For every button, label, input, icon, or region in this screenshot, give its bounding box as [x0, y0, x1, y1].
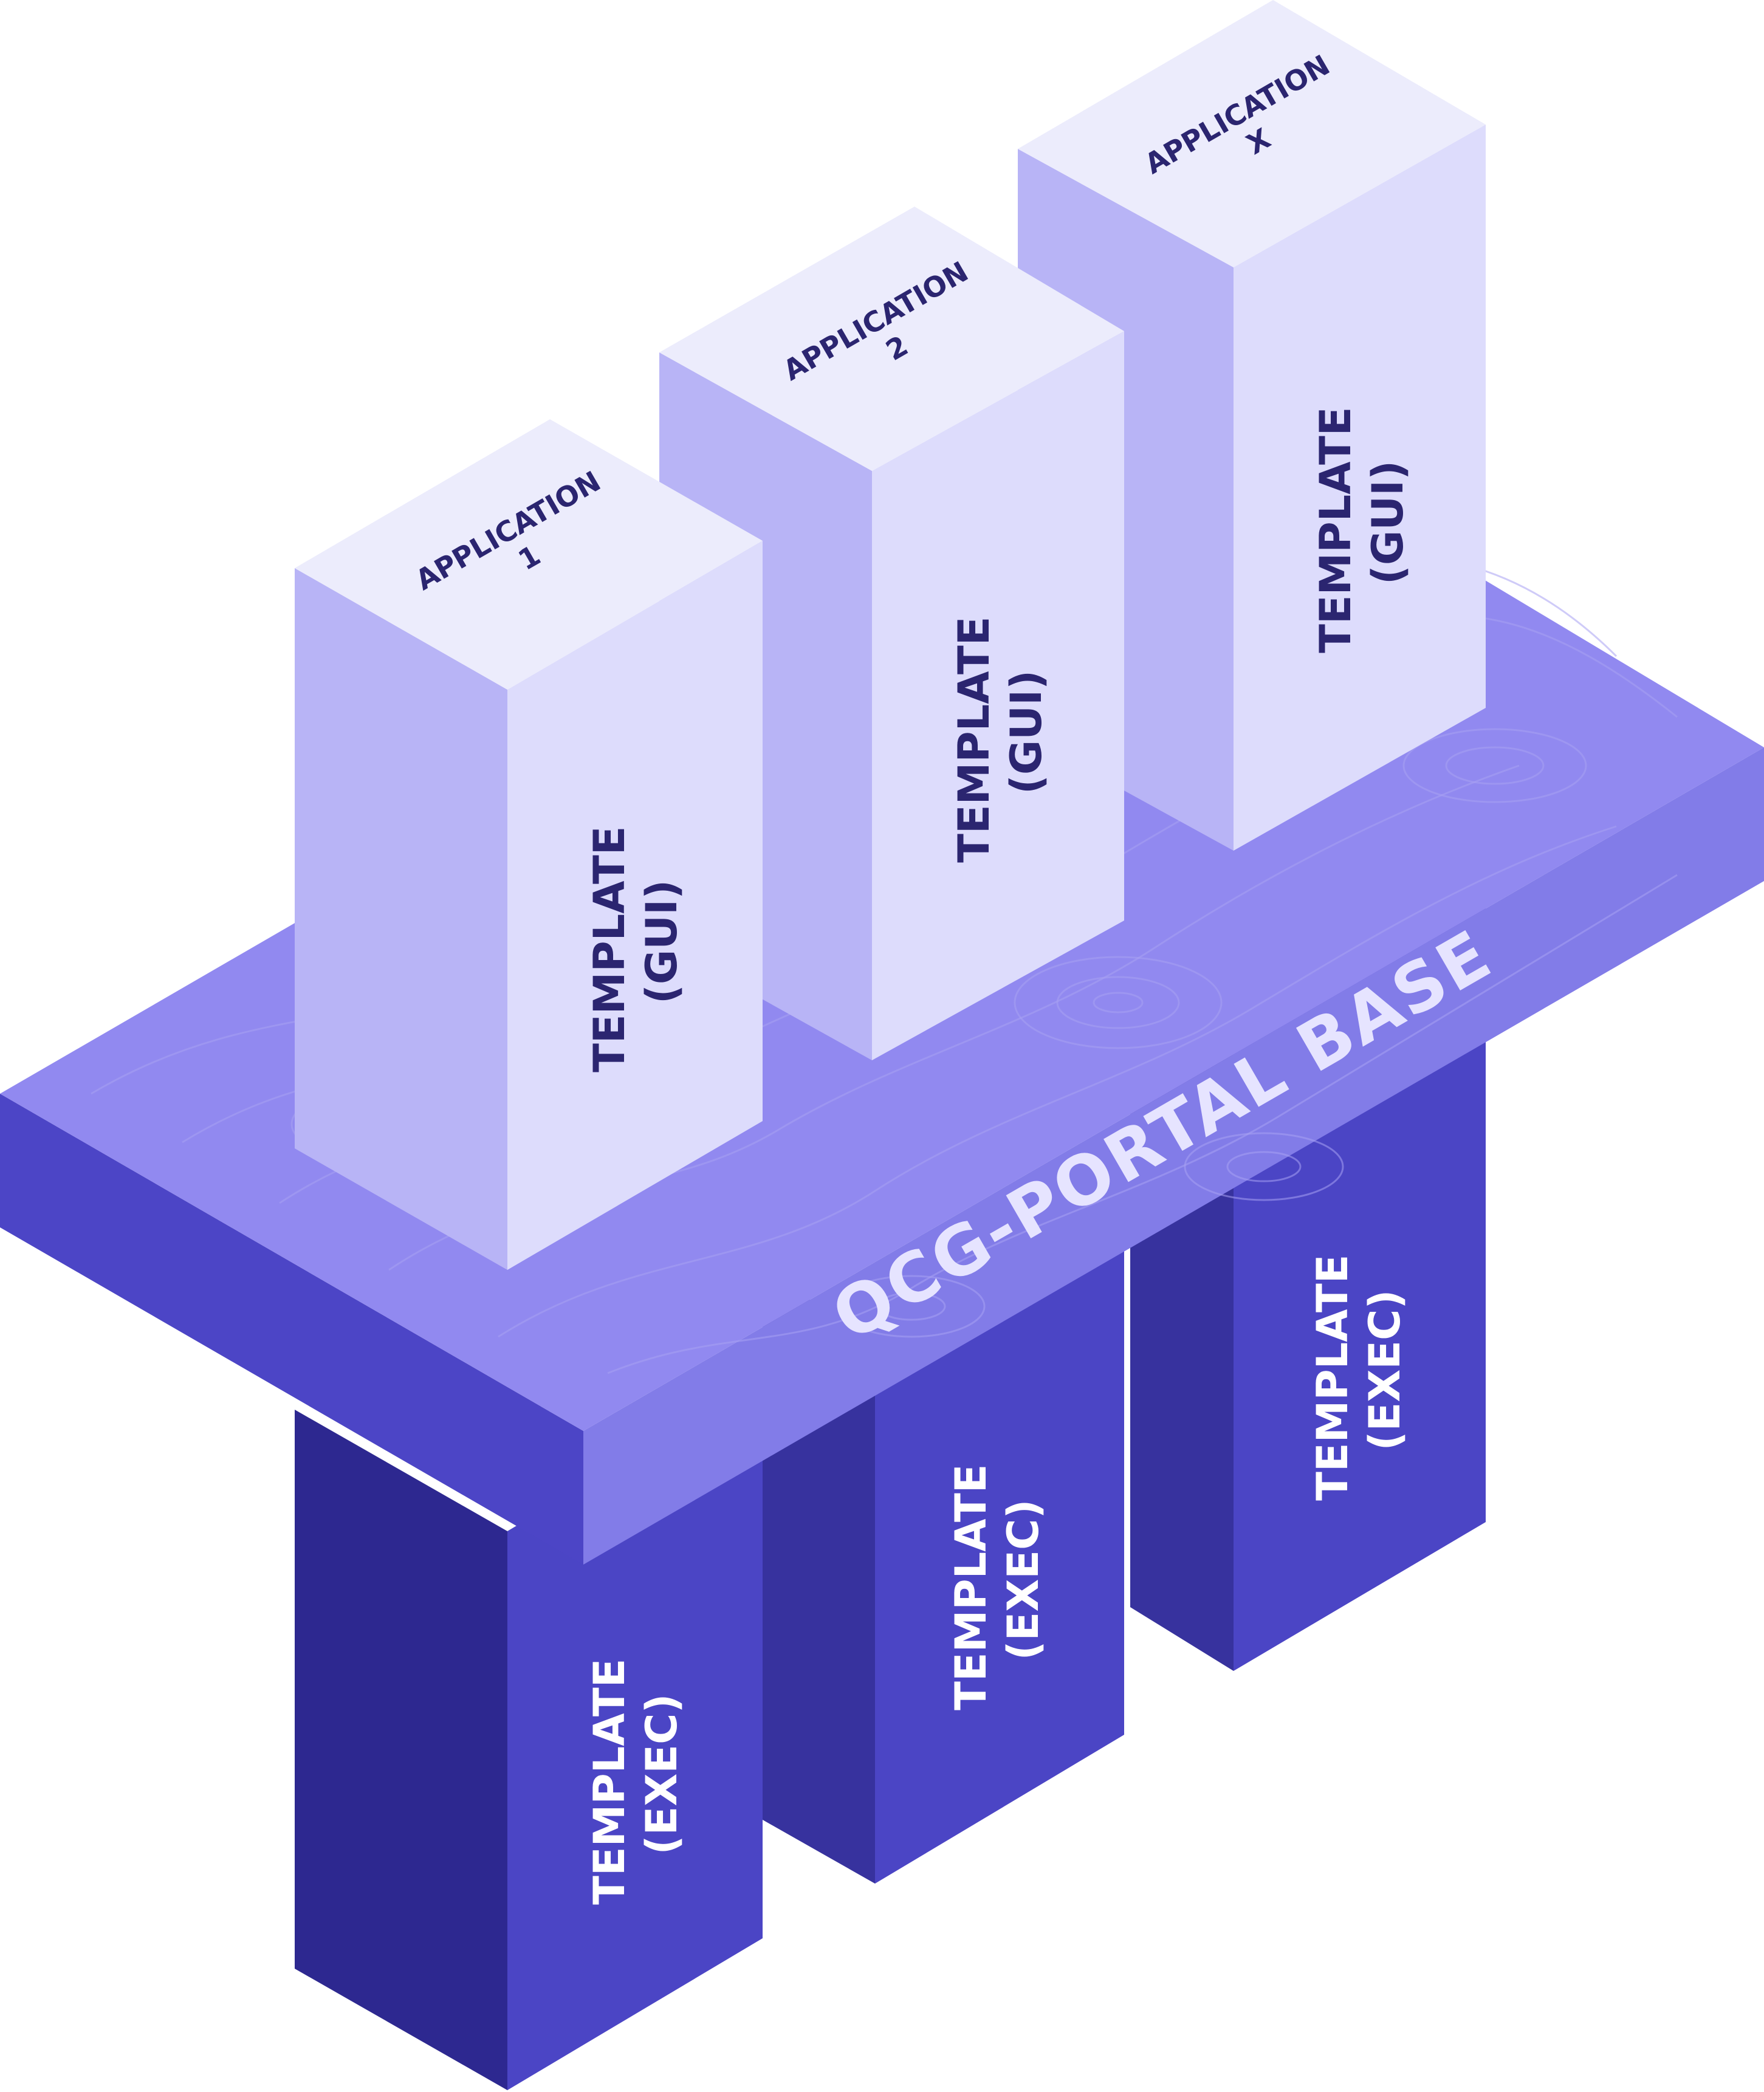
exec-pillar-2-right-face: [875, 1188, 1124, 1884]
gui-box-2-template-line1: TEMPLATE: [949, 616, 999, 862]
exec-pillar-1-line1: TEMPLATE: [585, 1658, 634, 1904]
exec-pillar-x-line2: (EXEC): [1360, 1290, 1410, 1451]
gui-box-2-right-face: [872, 331, 1124, 1060]
gui-box-x-template-label: TEMPLATE (GUI): [1311, 392, 1413, 653]
exec-pillar-1-left-face: [295, 1410, 507, 2090]
gui-box-2-template-label: TEMPLATE (GUI): [949, 602, 1051, 863]
exec-pillar-2-line1: TEMPLATE: [946, 1464, 996, 1710]
gui-box-x-right-face: [1234, 125, 1486, 851]
exec-pillar-1: TEMPLATE (EXEC): [295, 1379, 763, 2090]
exec-pillar-2-line2: (EXEC): [998, 1500, 1048, 1661]
gui-box-x-template-line2: (GUI): [1363, 461, 1413, 585]
gui-box-2-top-face: [659, 207, 1124, 471]
exec-pillar-2-label: TEMPLATE (EXEC): [946, 1449, 1048, 1710]
exec-pillar-x-line1: TEMPLATE: [1308, 1254, 1357, 1500]
gui-box-1-template-label: TEMPLATE (GUI): [585, 811, 687, 1072]
gui-box-1-left-face: [295, 568, 507, 1270]
gui-box-2: APPLICATION 2 TEMPLATE (GUI): [659, 207, 1124, 1060]
gui-box-x-template-line1: TEMPLATE: [1311, 406, 1361, 653]
gui-box-1-right-face: [507, 541, 763, 1270]
exec-pillar-1-line2: (EXEC): [637, 1694, 687, 1855]
gui-box-x-top-face: [1018, 0, 1486, 267]
portal-base-right-face: [583, 747, 1764, 1565]
portal-base-left-face: [0, 1094, 583, 1565]
gui-box-1-top-face: [295, 419, 763, 690]
gui-box-1-template-line1: TEMPLATE: [585, 826, 634, 1072]
gui-box-2-template-line2: (GUI): [1001, 670, 1051, 794]
gui-box-1: APPLICATION 1 TEMPLATE (GUI): [295, 419, 763, 1270]
exec-pillar-1-label: TEMPLATE (EXEC): [585, 1644, 687, 1905]
gui-box-1-template-line2: (GUI): [637, 880, 687, 1004]
exec-pillar-x-label: TEMPLATE (EXEC): [1308, 1240, 1410, 1501]
